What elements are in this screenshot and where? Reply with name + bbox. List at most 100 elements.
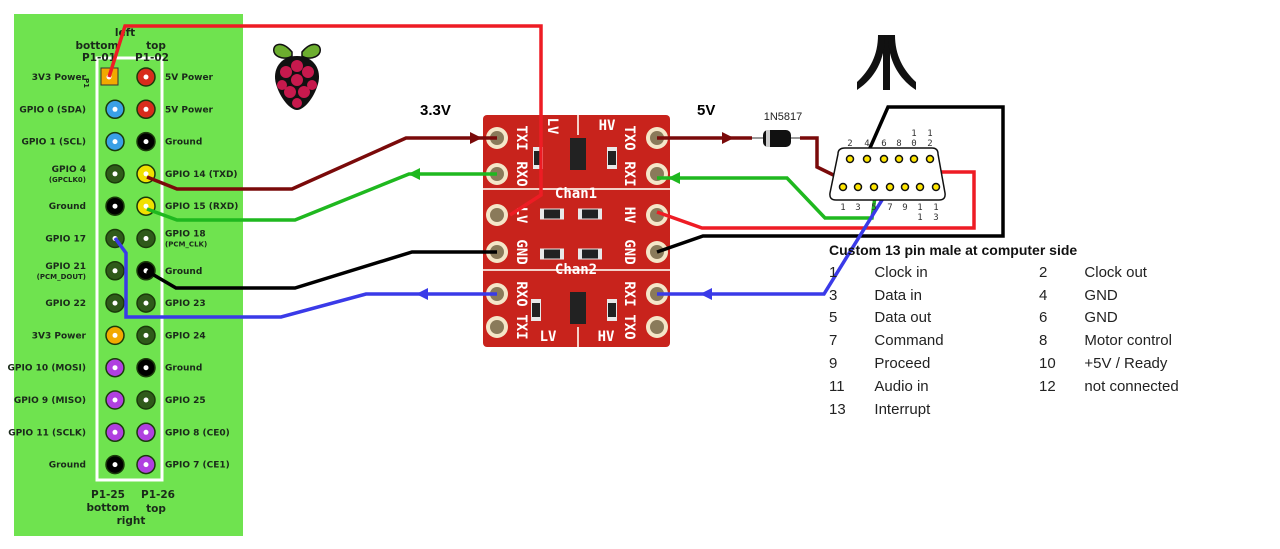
pin-label-right: Ground	[165, 364, 202, 374]
pin-hole	[143, 300, 149, 306]
pin-label-left: GPIO 17	[45, 235, 86, 245]
smd-resistor-body	[534, 151, 542, 165]
header-label-right: right	[117, 515, 146, 527]
wire-3v3	[107, 24, 543, 217]
pin-label-right: GPIO 24	[165, 331, 206, 341]
connector-pin	[838, 182, 848, 192]
connector-pin-number: 3	[855, 203, 860, 213]
connector-pin	[894, 154, 904, 164]
pin-hole	[143, 171, 149, 177]
board-pin-label-left: RXO	[513, 161, 529, 186]
pin-table-cell: 10	[1039, 355, 1056, 373]
pin-table-cell: 9	[829, 355, 838, 373]
pin-hole	[143, 365, 149, 371]
pin-hole	[112, 106, 118, 112]
board-pin-label-right: RXI	[621, 281, 637, 306]
smd-resistor-body	[582, 209, 598, 219]
pin-label-right: 5V Power	[165, 73, 214, 83]
atari-logo	[857, 35, 916, 90]
connector-pin-number: 2	[847, 139, 852, 149]
pin-label-right: GPIO 25	[165, 396, 206, 406]
connector-pin-number: 1	[917, 203, 922, 213]
board-pin-label-left: RXO	[513, 281, 529, 306]
header-pin-row: GPIO 1 (SCL)Ground	[21, 131, 202, 152]
header-pin-row: GPIO 9 (MISO)GPIO 25	[14, 390, 206, 410]
pin-table-cell: 13	[829, 400, 846, 418]
pin-hole	[112, 171, 118, 177]
pin-sublabel-left: (GPCLK0)	[49, 176, 86, 184]
connector-pin	[879, 154, 889, 164]
board-label-lv-bottom: LV	[540, 329, 557, 345]
connector-pin-number: 3	[933, 213, 938, 223]
pi-gpio-header: left bottom top P1-01 P1-02 P1-25 P1-26 …	[8, 14, 243, 536]
arrow-txd-low	[470, 132, 482, 144]
wires	[107, 24, 1005, 319]
board-label-hv-bottom: HV	[598, 329, 615, 345]
connector-pin	[862, 154, 872, 164]
pin-table-cell: Audio in	[874, 377, 929, 395]
board-pin-label-left: GND	[513, 239, 529, 264]
smd-resistor-body	[544, 209, 560, 219]
pin-hole	[112, 365, 118, 371]
pin-table-cell: Data in	[874, 286, 922, 304]
smd-resistor-body	[544, 249, 560, 259]
connector-pin	[885, 182, 895, 192]
header-label-left: left	[115, 27, 135, 39]
pin-table-cell: 8	[1039, 332, 1048, 350]
pin-hole	[112, 203, 118, 209]
pin-hole	[143, 139, 149, 145]
pin-table-row: 13 Interrupt	[829, 398, 1249, 421]
pin-label-right: Ground	[165, 138, 202, 148]
pin-table-cell: 2	[1039, 263, 1048, 281]
pin-label-left: Ground	[49, 461, 86, 471]
pin-table-cell: Data out	[874, 309, 932, 327]
board-pad-hole	[650, 320, 664, 334]
channel-2-label: Chan2	[555, 262, 597, 278]
connector-pin-number: 4	[864, 139, 869, 149]
connector-pin-number: 6	[881, 139, 886, 149]
connector-pin-number: 2	[927, 139, 932, 149]
pin-label-left: 3V3 Power	[32, 331, 87, 341]
pin-label-right: 5V Power	[165, 105, 214, 115]
pin-hole	[143, 236, 149, 241]
pi-header-background	[14, 14, 243, 536]
connector-pin-number: 1	[933, 203, 938, 213]
pin-table-cell: GND	[1084, 309, 1118, 327]
pin-table-cell: +5V / Ready	[1084, 355, 1168, 373]
pin-sublabel-left: (PCM_DOUT)	[37, 273, 86, 281]
arrow-txd-high	[722, 132, 734, 144]
pin-hole	[112, 268, 118, 274]
arrow-rxd-low	[408, 168, 420, 180]
pin-table-cell: 12	[1039, 377, 1056, 395]
connector-pin	[915, 182, 925, 192]
header-pin-row: GPIO 21(PCM_DOUT)Ground	[37, 261, 202, 281]
pin-table-cell: 7	[829, 332, 838, 350]
header-pin-row: GPIO 17 GPIO 18(PCM_CLK)	[45, 228, 207, 249]
board-pin-label-right: GND	[621, 239, 637, 264]
pin-table-row: 9 Proceed 10 +5V / Ready	[829, 352, 1249, 375]
board-pin-label-right: TXO	[621, 125, 637, 150]
pin-label-left: 3V3 Power	[32, 73, 87, 83]
smd-resistor-body	[532, 303, 540, 317]
connector-pin-number: 0	[911, 139, 916, 149]
pin-sublabel-right: (PCM_CLK)	[165, 241, 207, 249]
pin-label-left: GPIO 4	[52, 165, 86, 175]
pin-table-cell: Proceed	[874, 355, 931, 373]
header-label-p1-01: P1-01	[82, 52, 116, 64]
pin-table-cell: Interrupt	[874, 400, 931, 418]
pin-table-cell: not connected	[1084, 377, 1179, 395]
pin-table-cell: 5	[829, 309, 838, 327]
board-label-lv-top: LV	[544, 118, 560, 135]
pin-hole	[143, 429, 149, 435]
connector-pin-number: 5	[871, 203, 876, 213]
connector-pin	[925, 154, 935, 164]
voltage-label-high: 5V	[697, 102, 715, 119]
pin-label-left: GPIO 22	[45, 299, 86, 309]
pin-label-right: GPIO 18	[165, 230, 206, 240]
header-label-p1-25: P1-25	[91, 489, 125, 501]
pin-table-cell: GND	[1084, 286, 1118, 304]
